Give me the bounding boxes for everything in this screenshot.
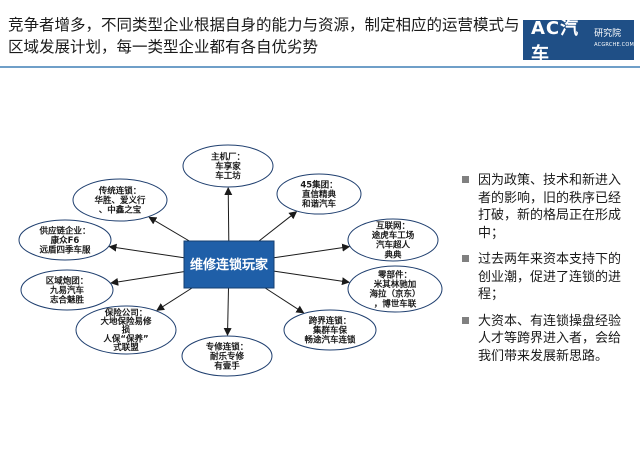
spoke-arrow bbox=[223, 287, 232, 336]
logo-main-text: AC汽车 bbox=[531, 18, 580, 65]
category-node-line: 大地保险易修 bbox=[100, 316, 152, 327]
spoke-arrow bbox=[108, 243, 185, 259]
slide-title: 竞争者增多，不同类型企业根据自身的能力与资源，制定相应的运营模式与 区域发展计划… bbox=[8, 14, 568, 58]
header-divider bbox=[0, 66, 640, 68]
category-node-line: 远盾四季车服 bbox=[39, 245, 91, 256]
category-node-line: 米其林驰加 bbox=[374, 279, 417, 290]
category-node-line: 人保“保养” bbox=[103, 333, 148, 344]
logo-cn-text: 研究院 bbox=[594, 29, 622, 39]
category-node-line: 专修连锁： bbox=[206, 341, 249, 352]
title-line-2: 区域发展计划，每一类型企业都有各自优劣势 bbox=[8, 38, 319, 56]
category-node-line: 供应链企业： bbox=[38, 225, 90, 236]
category-node-line: 和谐汽车 bbox=[302, 199, 337, 210]
bullet-item: 过去两年来资本支持下的创业潮，促进了连锁的进程； bbox=[462, 251, 632, 304]
category-node-line: 跨界连锁： bbox=[309, 315, 352, 326]
category-node-line: 九易汽车 bbox=[49, 285, 85, 296]
category-node-line: 志合魅胜 bbox=[50, 295, 85, 306]
category-node-line: 、中鑫之宝 bbox=[99, 205, 142, 216]
category-node-line: 畅途汽车连锁 bbox=[304, 335, 356, 346]
spoke-arrow bbox=[273, 243, 351, 259]
category-node-ellipse bbox=[347, 218, 439, 262]
category-node-line: 途虎车工场 bbox=[372, 230, 415, 241]
logo-url-text: ACGRCHE.COM bbox=[594, 42, 634, 48]
category-node-line: 式联盟 bbox=[113, 342, 139, 353]
bullet-list: 因为政策、技术和新进入者的影响，旧的秩序已经打破，新的格局正在形成中； 过去两年… bbox=[462, 172, 632, 374]
category-node-line: 典典 bbox=[384, 249, 402, 260]
bullet-text: 过去两年来资本支持下的创业潮，促进了连锁的进程； bbox=[478, 252, 622, 302]
category-node-line: 零部件： bbox=[377, 270, 412, 281]
category-node-line: 传统连锁： bbox=[98, 185, 142, 196]
category-node-ellipse bbox=[75, 305, 177, 355]
category-node-line: 保险公司： bbox=[104, 308, 148, 319]
category-nodes: 主机厂：车享家车工坊45集团：直信精典和谐汽车互联网：途虎车工场汽车超人典典零部… bbox=[18, 144, 443, 377]
category-node-line: 汽车超人 bbox=[376, 240, 411, 251]
spoke-arrow bbox=[273, 270, 350, 286]
category-node-ellipse bbox=[347, 265, 443, 313]
category-node-line: 45集团： bbox=[300, 179, 337, 190]
category-node-line: 康众F6 bbox=[51, 235, 80, 246]
category-node-line: 主机厂： bbox=[211, 151, 245, 162]
category-node-line: 有壹手 bbox=[214, 361, 240, 372]
category-node-line: 华胜、爱义行 bbox=[94, 195, 146, 206]
spoke-arrow bbox=[264, 287, 305, 314]
title-line-1: 竞争者增多，不同类型企业根据自身的能力与资源，制定相应的运营模式与 bbox=[8, 16, 520, 34]
center-node-label: 维修连锁玩家 bbox=[190, 257, 269, 273]
bullet-square-icon bbox=[462, 316, 469, 324]
category-node-line: 互联网： bbox=[376, 221, 410, 232]
bullet-text: 大资本、有连锁操盘经验人才等跨界进入者，会给我们带来发展新思路。 bbox=[478, 313, 622, 364]
category-node-line: 车工坊 bbox=[215, 171, 241, 182]
category-node-line: 区域炮团： bbox=[46, 275, 89, 286]
category-node-ellipse bbox=[182, 144, 274, 188]
center-node: 维修连锁玩家 bbox=[183, 240, 275, 289]
bullet-item: 因为政策、技术和新进入者的影响，旧的秩序已经打破，新的格局正在形成中； bbox=[462, 172, 632, 242]
category-node-line: 损 bbox=[122, 325, 131, 336]
category-node-ellipse bbox=[181, 335, 273, 377]
center-node-box bbox=[183, 240, 275, 289]
category-node: 传统连锁：华胜、爱义行、中鑫之宝 bbox=[72, 178, 168, 222]
category-node-line: 直信精典 bbox=[302, 189, 337, 200]
bullet-square-icon bbox=[462, 176, 469, 183]
category-node-ellipse bbox=[276, 173, 362, 215]
category-node-line: 车享家 bbox=[215, 161, 241, 172]
category-node-line: 海拉（京东） bbox=[369, 289, 420, 300]
category-node-line: 耐乐专修 bbox=[210, 351, 245, 362]
spoke-arrow bbox=[224, 187, 233, 242]
spoke-arrow bbox=[258, 211, 298, 242]
spoke-arrow bbox=[148, 216, 190, 242]
bullet-square-icon bbox=[462, 255, 469, 262]
category-node-ellipse bbox=[283, 309, 377, 351]
spoke-arrows bbox=[108, 187, 351, 336]
bullet-item: 大资本、有连锁操盘经验人才等跨界进入者，会给我们带来发展新思路。 bbox=[462, 313, 632, 366]
logo-side: 研究院 ACGRCHE.COM bbox=[594, 29, 634, 51]
category-node-ellipse bbox=[20, 269, 114, 311]
category-node-line: ，博世车联 bbox=[374, 298, 417, 309]
category-node-ellipse bbox=[18, 219, 112, 261]
spoke-arrow bbox=[156, 287, 193, 311]
category-node-line: 集群车保 bbox=[312, 325, 348, 336]
brand-logo: AC汽车 研究院 ACGRCHE.COM bbox=[523, 18, 634, 65]
category-node-ellipse bbox=[72, 178, 168, 222]
spoke-arrow bbox=[110, 271, 185, 286]
bullet-text: 因为政策、技术和新进入者的影响，旧的秩序已经打破，新的格局正在形成中； bbox=[478, 173, 622, 241]
